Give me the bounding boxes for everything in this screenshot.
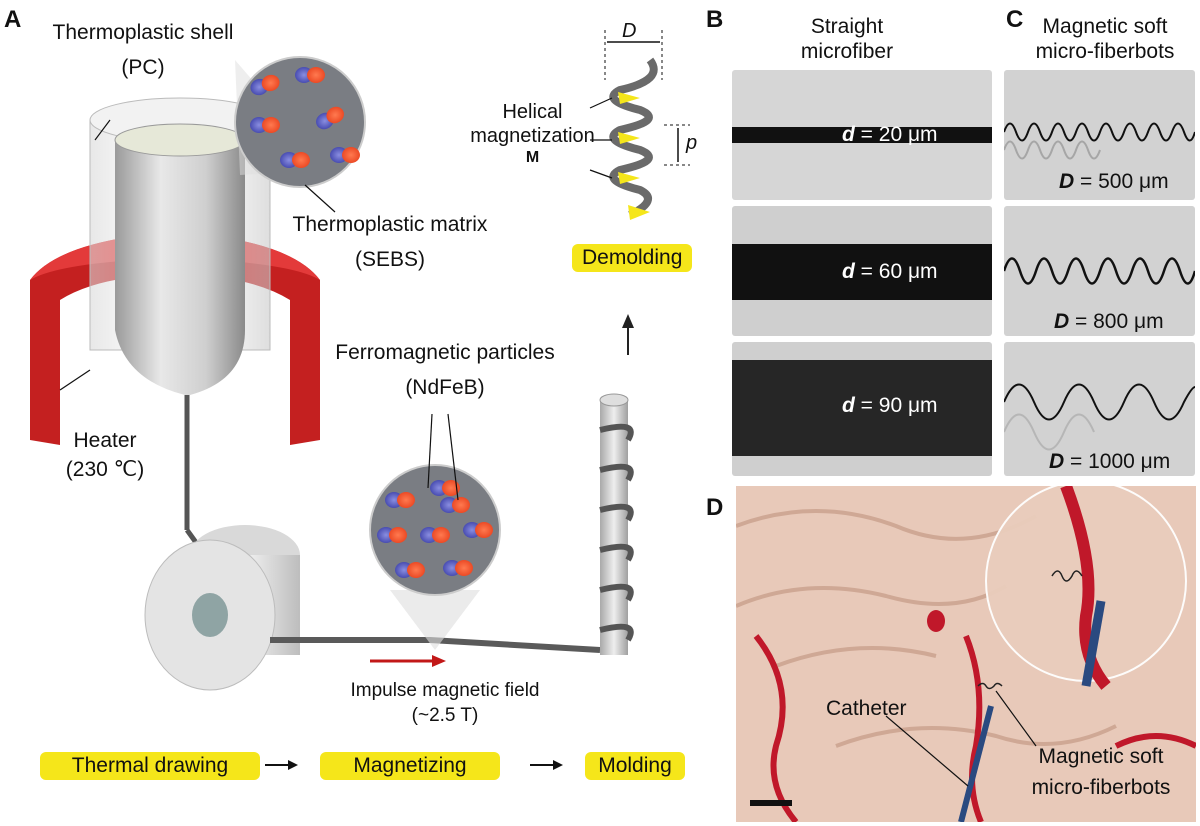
- helix-diameter-value: = 500 μm: [1074, 170, 1169, 193]
- panel-c-title-2: micro-fiberbots: [1035, 40, 1175, 64]
- step-molding: Molding: [585, 752, 685, 780]
- helical-label: Helical: [502, 101, 563, 123]
- helical-label-2: magnetization: [470, 125, 595, 147]
- mold-rod: [599, 393, 634, 655]
- shell-sub-label: (PC): [121, 56, 165, 80]
- panel-b-title-2: microfiber: [800, 40, 894, 64]
- matrix-zoom: [234, 56, 366, 188]
- fiberbots-label-2: micro-fiberbots: [1031, 776, 1171, 800]
- field-sub-label: (~2.5 T): [411, 704, 479, 726]
- particles-label: Ferromagnetic particles: [335, 341, 555, 364]
- helix-diameter-symbol: D: [1049, 450, 1065, 473]
- panel-c-title: Magnetic soft: [1042, 15, 1168, 38]
- particles-zoom: [369, 464, 501, 650]
- demolding-label: Demolding: [572, 244, 693, 272]
- helix: [604, 30, 690, 220]
- step-magnetizing: Magnetizing: [320, 752, 500, 780]
- fiber-diameter-symbol: d: [842, 394, 855, 417]
- heater-sub-label: (230 ℃): [65, 458, 145, 482]
- fiberbot-image-3: D = 1000 μm: [1004, 342, 1195, 476]
- fiber-diameter-symbol: d: [842, 123, 855, 146]
- helix-pitch-symbol: p: [686, 132, 698, 154]
- panel-label-d: D: [706, 494, 724, 521]
- panel-label-b: B: [706, 6, 724, 33]
- matrix-label: Thermoplastic matrix: [292, 213, 488, 236]
- matrix-sub-label: (SEBS): [354, 248, 425, 272]
- microfiber-image-3: d = 90 μm: [732, 342, 992, 476]
- helix-diameter-symbol: D: [622, 20, 637, 42]
- shell-label: Thermoplastic shell: [52, 21, 234, 44]
- helix-diameter-value: = 1000 μm: [1064, 450, 1171, 473]
- heater-label: Heater: [73, 429, 137, 452]
- panel-label-c: C: [1006, 6, 1024, 33]
- fiber-diameter-value: = 20 μm: [854, 123, 938, 146]
- microfiber-image-2: d = 60 μm: [732, 206, 992, 336]
- helix-diameter-symbol: D: [1059, 170, 1075, 193]
- panel-label-a: A: [4, 6, 22, 33]
- magnetization-symbol: M: [525, 149, 540, 166]
- fabrication-schematic: [30, 30, 690, 770]
- fiberbot-image-2: D = 800 μm: [1004, 206, 1195, 336]
- fiber-diameter-value: = 90 μm: [854, 394, 938, 417]
- helix-diameter-symbol: D: [1054, 310, 1070, 333]
- microfiber-image-1: d = 20 μm: [732, 70, 992, 200]
- particles-sub-label: (NdFeB): [405, 376, 485, 400]
- fiberbots-label: Magnetic soft: [1038, 745, 1164, 768]
- fiber-diameter-value: = 60 μm: [854, 260, 938, 283]
- field-label: Impulse magnetic field: [350, 680, 540, 701]
- fiberbot-image-1: D = 500 μm: [1004, 70, 1195, 200]
- step-thermal-drawing: Thermal drawing: [40, 752, 260, 780]
- helix-diameter-value: = 800 μm: [1069, 310, 1164, 333]
- spool: [144, 525, 300, 691]
- fiber-diameter-symbol: d: [842, 260, 855, 283]
- panel-b-title: Straight: [810, 15, 884, 38]
- catheter-label: Catheter: [826, 697, 907, 720]
- brain-phantom-photo: Catheter Magnetic soft micro-fiberbots: [736, 486, 1196, 822]
